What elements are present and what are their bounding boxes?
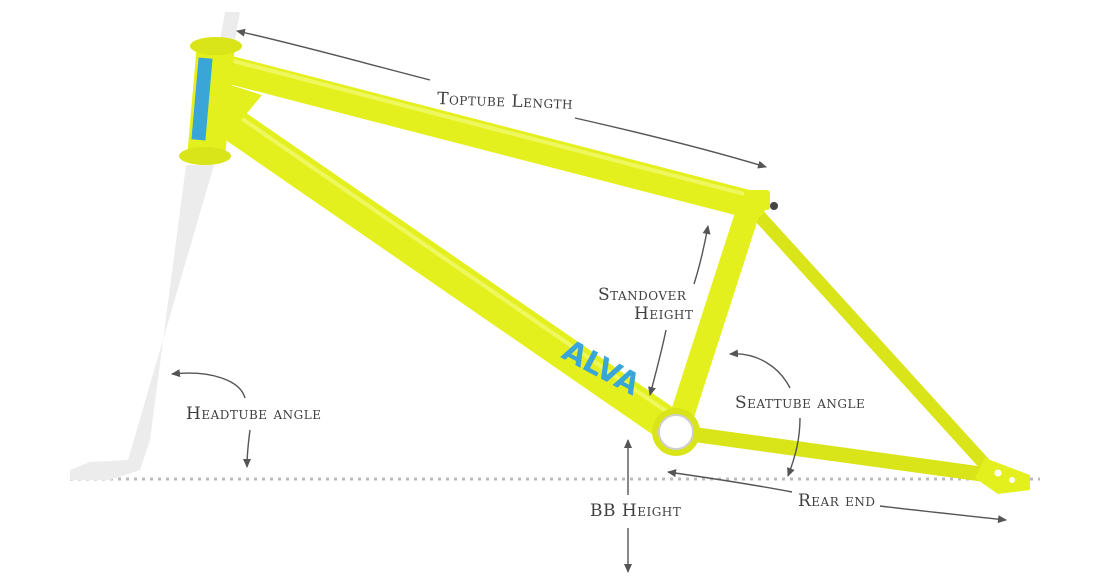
label-rear-end: Rear end (798, 491, 876, 511)
label-bb-height: BB Height (590, 501, 681, 521)
annotation-arrows (171, 28, 1007, 573)
toptube-arrow-left (236, 28, 431, 81)
bmx-frame (179, 37, 1030, 494)
label-standover-line2: Height (634, 304, 693, 324)
toptube-arrow-right (574, 117, 767, 169)
headtube-arrow-up (171, 369, 246, 399)
label-toptube-length: Toptube Length (437, 89, 574, 114)
rearend-arrow-left (667, 469, 793, 493)
headtube-arrow-down (243, 429, 252, 468)
rearend-arrow-right (879, 505, 1007, 524)
seattube-arrow-up (729, 349, 791, 389)
label-seattube-angle: Seattube angle (735, 393, 865, 413)
standover-arrow-up (693, 225, 711, 285)
seattube-arrow-down (787, 417, 801, 477)
label-standover-line1: Standover (598, 285, 687, 305)
label-headtube-angle: Headtube angle (186, 404, 321, 424)
standover-arrow-down (648, 329, 667, 396)
